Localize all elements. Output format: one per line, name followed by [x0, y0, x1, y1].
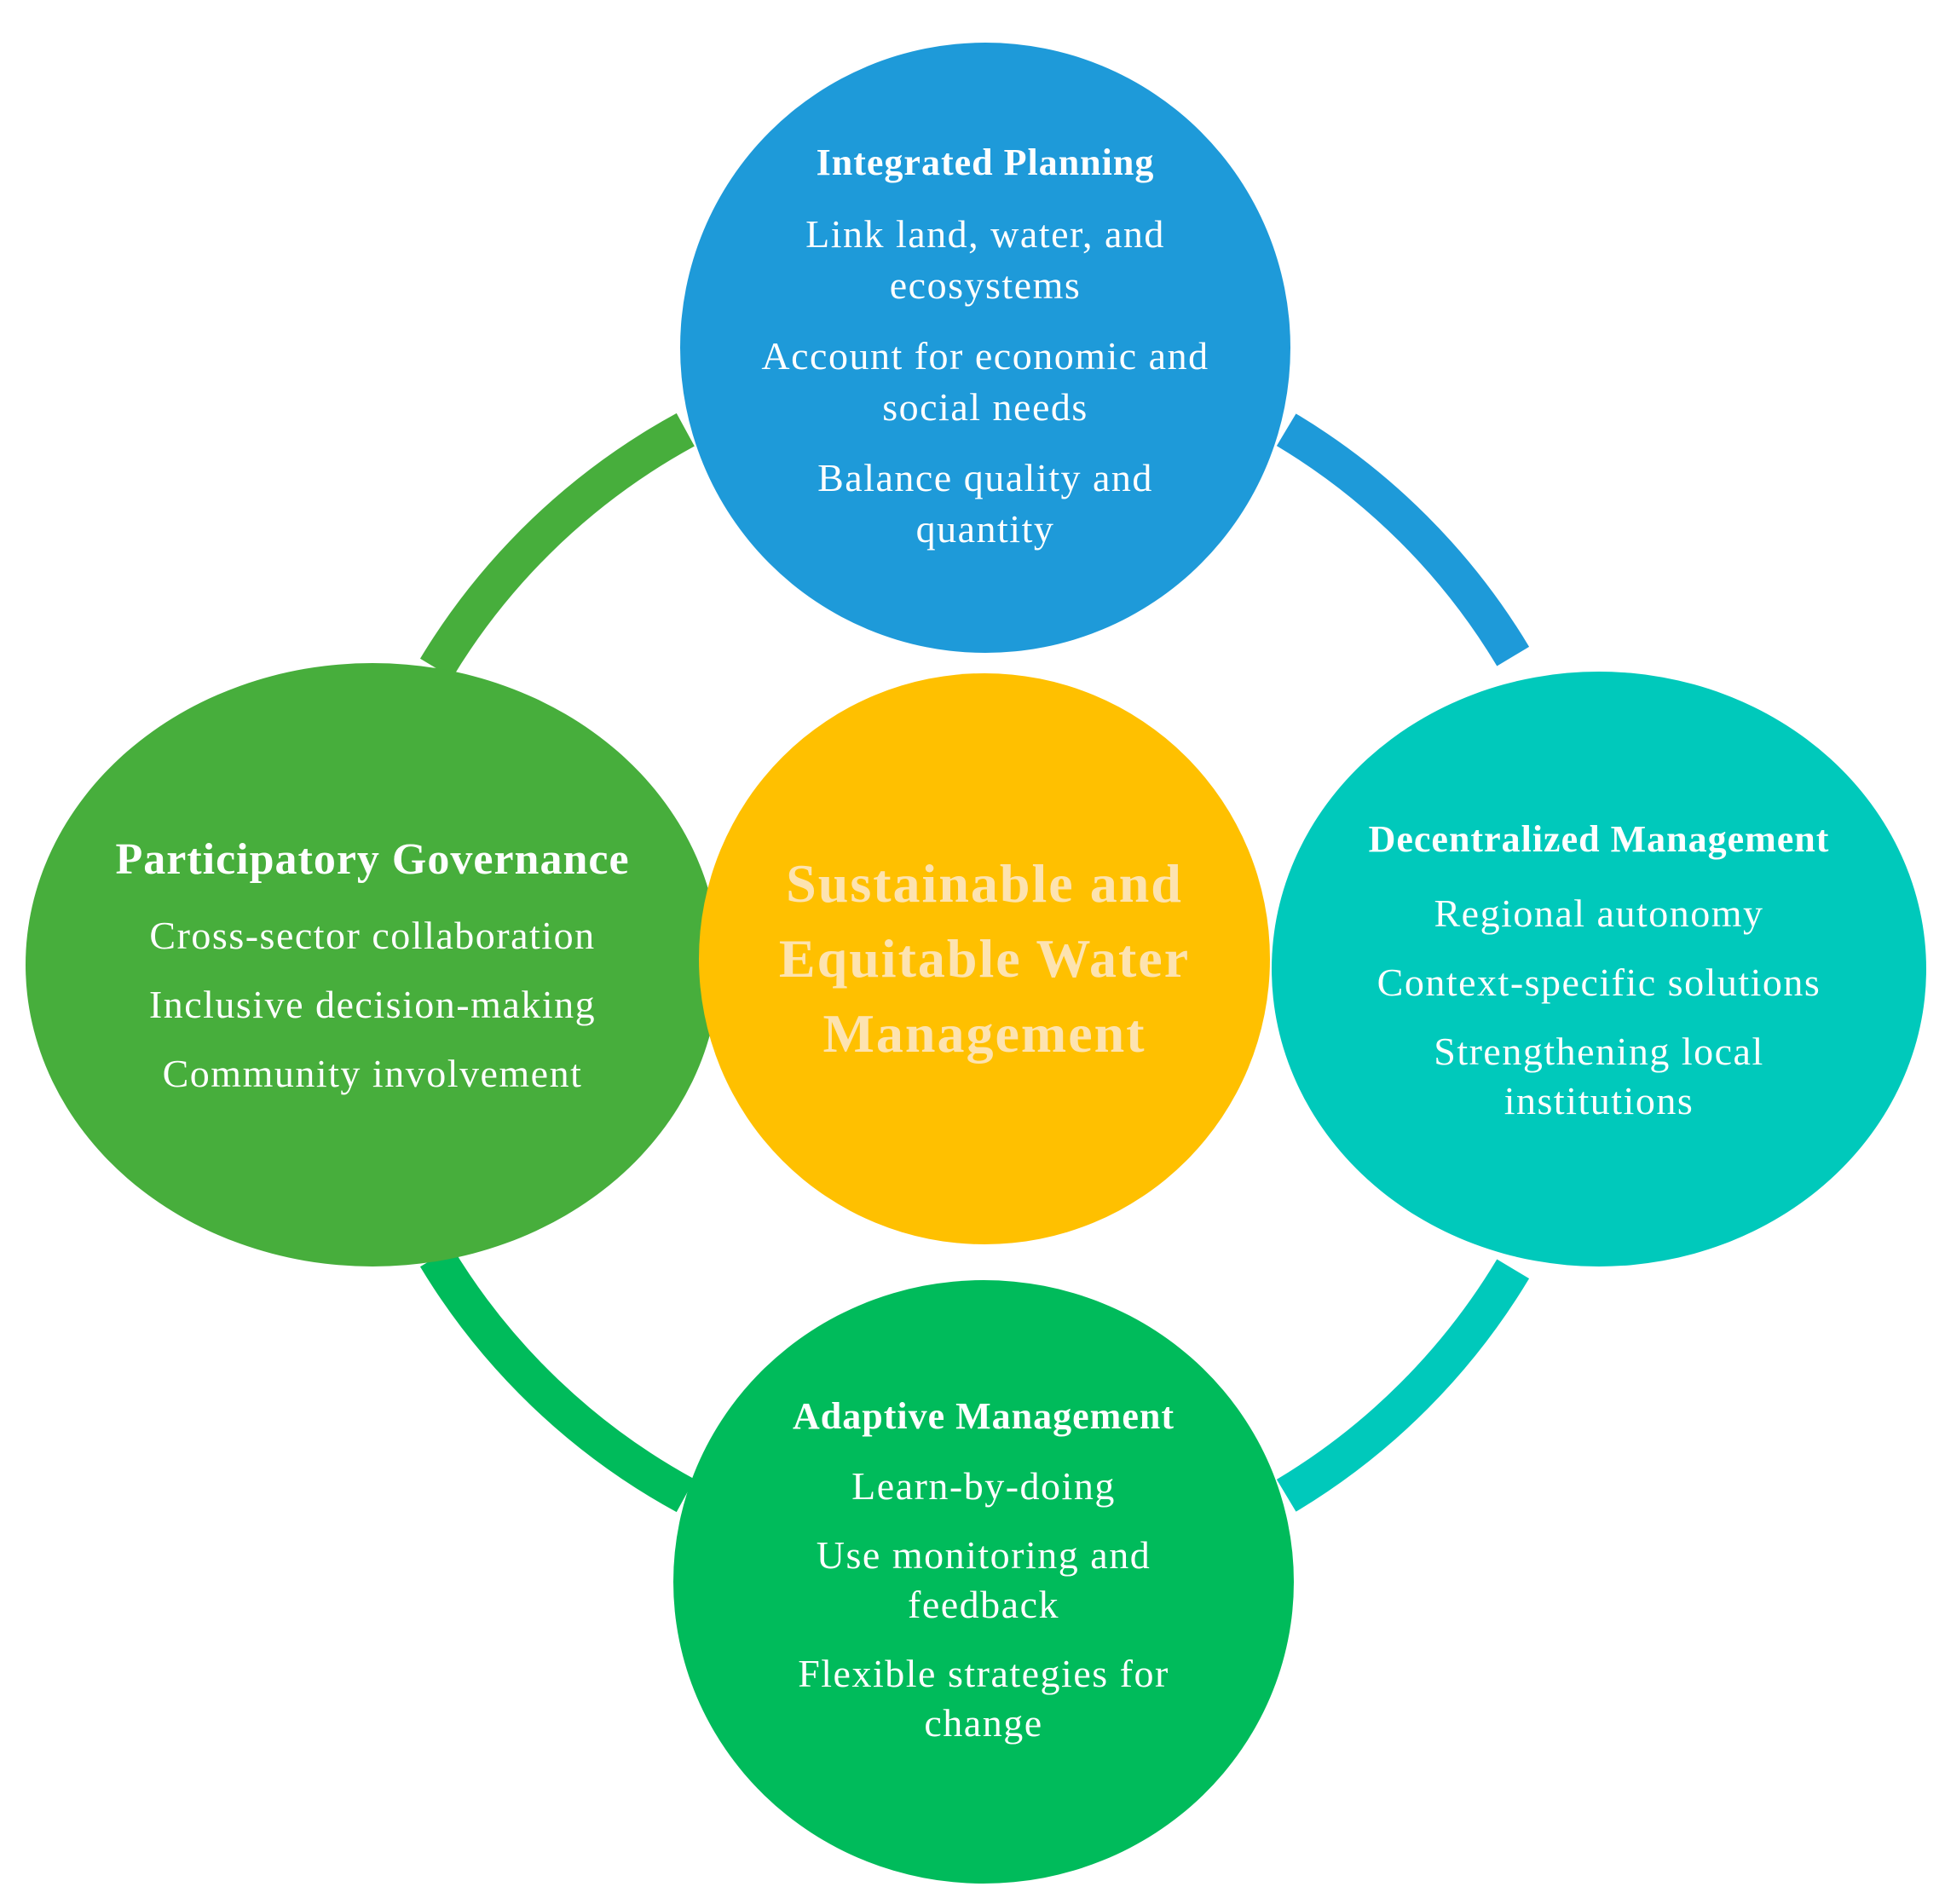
node-item: Inclusive decision-making [148, 982, 597, 1026]
node-item: Link land, water, and ecosystems [805, 212, 1165, 307]
participatory-governance-node: Participatory Governance Cross-sector co… [26, 663, 719, 1266]
arc-integrated-to-decentralized [1276, 413, 1530, 666]
center-node: Sustainable and Equitable Water Manageme… [699, 673, 1270, 1244]
node-item: Balance quality and quantity [817, 456, 1153, 551]
node-title: Adaptive Management [793, 1394, 1175, 1437]
integrated-planning-node: Integrated Planning Link land, water, an… [680, 43, 1290, 653]
node-title: Participatory Governance [115, 834, 630, 884]
node-item: Cross-sector collaboration [149, 913, 596, 957]
center-title: Sustainable and Equitable Water Manageme… [778, 853, 1191, 1064]
arc-adaptive-to-participatory [419, 1247, 695, 1513]
node-item: Community involvement [162, 1051, 583, 1095]
node-item: Strengthening local institutions [1434, 1029, 1764, 1122]
node-item: Use monitoring and feedback [816, 1532, 1151, 1626]
decentralized-management-node: Decentralized Management Regional autono… [1272, 672, 1926, 1266]
node-item: Regional autonomy [1434, 891, 1764, 935]
arc-decentralized-to-adaptive [1276, 1259, 1530, 1512]
node-title: Decentralized Management [1368, 817, 1830, 860]
node-item: Flexible strategies for change [798, 1651, 1169, 1745]
node-item: Context-specific solutions [1377, 960, 1821, 1004]
node-title: Integrated Planning [816, 141, 1155, 183]
node-item: Account for economic and social needs [761, 334, 1209, 429]
adaptive-management-node: Adaptive Management Learn-by-doing Use m… [673, 1280, 1294, 1884]
arc-participatory-to-integrated [419, 413, 695, 678]
node-item: Learn-by-doing [851, 1463, 1116, 1508]
